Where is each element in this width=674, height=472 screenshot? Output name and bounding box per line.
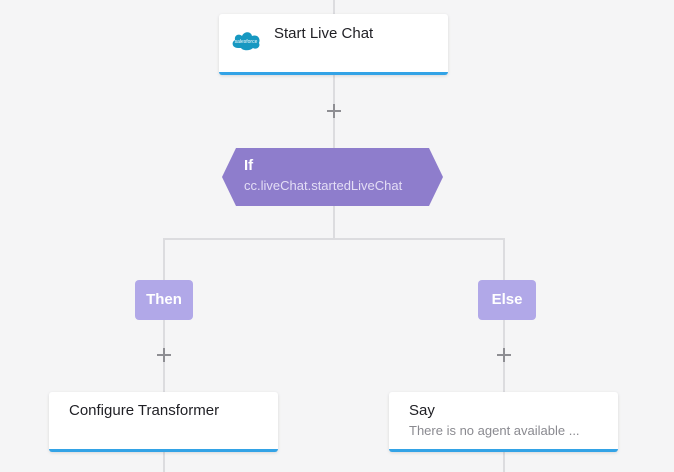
configure-transformer-node[interactable]: Configure Transformer [49, 392, 278, 452]
add-node-button-else[interactable] [495, 346, 513, 364]
if-node-title: If [244, 157, 254, 174]
else-branch-label[interactable]: Else [478, 280, 536, 320]
connector-line [333, 206, 335, 239]
branch-connector-line [163, 238, 505, 240]
then-branch-label[interactable]: Then [135, 280, 193, 320]
connector-line [163, 452, 165, 472]
add-node-button[interactable] [325, 102, 343, 120]
connector-line [503, 238, 505, 280]
node-title: Configure Transformer [69, 402, 220, 419]
node-subtitle: There is no agent available ... [409, 423, 580, 438]
connector-line [333, 0, 335, 14]
node-title: Say [409, 402, 435, 419]
connector-line [163, 238, 165, 280]
if-node[interactable]: If cc.liveChat.startedLiveChat [222, 148, 443, 206]
if-node-condition: cc.liveChat.startedLiveChat [244, 178, 403, 193]
connector-line [503, 452, 505, 472]
salesforce-logo-icon: salesforce [229, 28, 263, 52]
node-title: Start Live Chat [274, 25, 374, 42]
say-node[interactable]: Say There is no agent available ... [389, 392, 618, 452]
svg-text:salesforce: salesforce [235, 39, 258, 45]
start-live-chat-node[interactable]: salesforce Start Live Chat [219, 14, 448, 75]
add-node-button-then[interactable] [155, 346, 173, 364]
